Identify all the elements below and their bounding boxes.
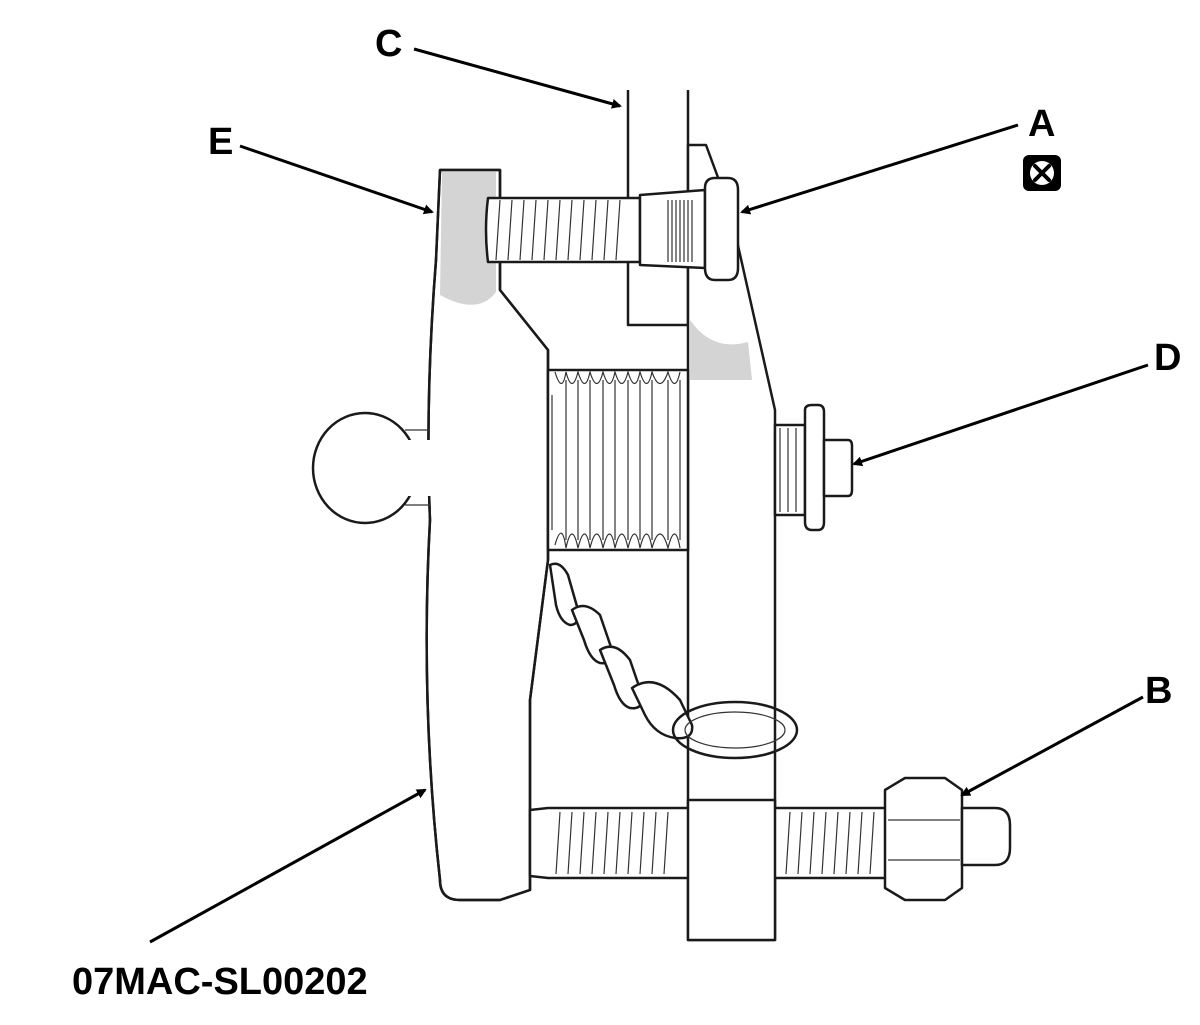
spring — [546, 368, 690, 552]
callout-e: E — [208, 121, 233, 163]
top-bolt — [484, 176, 740, 282]
clamp-body — [425, 168, 550, 902]
chain — [548, 562, 799, 760]
leader-d — [852, 363, 1149, 467]
tool-number-label: 07MAC-SL00202 — [72, 961, 368, 1003]
callout-b: B — [1145, 670, 1172, 712]
leader-e — [239, 144, 434, 215]
knob — [311, 411, 433, 525]
leader-c — [413, 47, 622, 109]
leader-lines — [149, 47, 1149, 944]
callout-a: A — [1028, 103, 1055, 145]
side-bolt — [773, 403, 854, 532]
replace-part-icon — [1023, 155, 1061, 191]
leader-a — [740, 123, 1019, 215]
leader-b — [960, 695, 1144, 797]
callout-d: D — [1154, 337, 1181, 379]
bottom-bolt — [528, 776, 1012, 942]
callout-c: C — [375, 23, 402, 65]
leader-tool — [149, 788, 427, 944]
